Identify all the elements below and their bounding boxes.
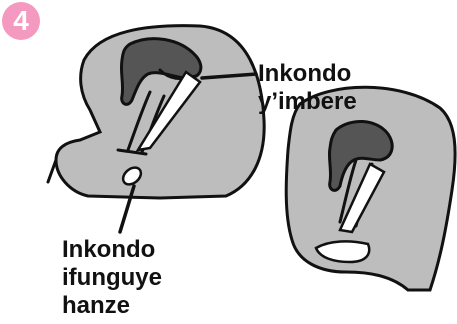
label-outer-rim-line-3: hanze <box>62 292 162 320</box>
label-outer-rim-line-2: ifunguye <box>62 264 162 292</box>
label-inner-rim-line-2: y’imbere <box>258 88 357 116</box>
step-number-badge: 4 <box>2 2 40 40</box>
left-figure <box>48 26 264 198</box>
right-figure <box>286 87 455 290</box>
label-inner-rim: Inkondo y’imbere <box>258 60 357 116</box>
label-inner-rim-line-1: Inkondo <box>258 60 357 88</box>
label-outer-rim-line-1: Inkondo <box>62 236 162 264</box>
step-number: 4 <box>13 5 29 36</box>
label-outer-rim: Inkondo ifunguye hanze <box>62 236 162 320</box>
left-leg-line <box>48 160 56 182</box>
